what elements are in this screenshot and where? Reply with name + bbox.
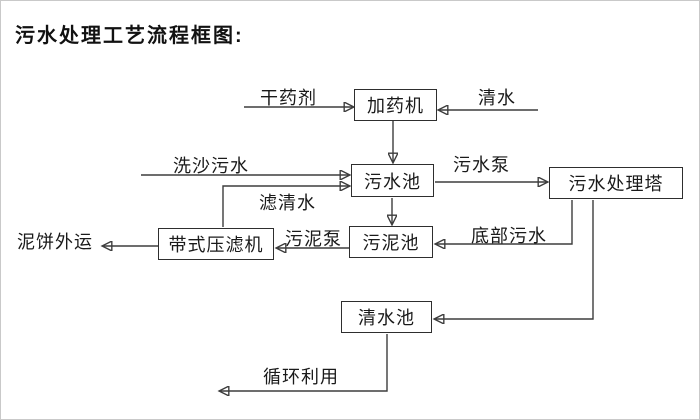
label-dry-agent: 干药剂 xyxy=(260,88,317,108)
label-sludge-pump: 污泥泵 xyxy=(285,229,342,249)
diagram-title: 污水处理工艺流程框图: xyxy=(15,25,244,47)
connector-filtered-water-to-sewage xyxy=(222,186,349,227)
label-sand-washing-sewage: 洗沙污水 xyxy=(173,156,249,176)
node-treatment-tower: 污水处理塔 xyxy=(549,167,683,199)
node-sludge-pool: 污泥池 xyxy=(349,226,433,258)
label-sewage-pump: 污水泵 xyxy=(453,155,510,175)
node-belt-filter-press: 带式压滤机 xyxy=(158,228,274,260)
label-bottom-sewage: 底部污水 xyxy=(471,226,547,246)
node-clean-water-pool: 清水池 xyxy=(341,301,432,333)
connector-clean-pool-to-recycle xyxy=(220,334,388,391)
node-sewage-pool: 污水池 xyxy=(351,164,434,197)
label-filtered-water: 滤清水 xyxy=(259,193,316,213)
node-dosing-machine: 加药机 xyxy=(354,89,437,121)
connector-tower-to-clean-pool xyxy=(435,200,594,319)
label-recycle-use: 循环利用 xyxy=(263,367,339,387)
label-clean-water: 清水 xyxy=(478,88,516,108)
label-mud-cake-out: 泥饼外运 xyxy=(17,232,93,252)
connector-bottom-sewage-to-sludge xyxy=(436,200,573,244)
